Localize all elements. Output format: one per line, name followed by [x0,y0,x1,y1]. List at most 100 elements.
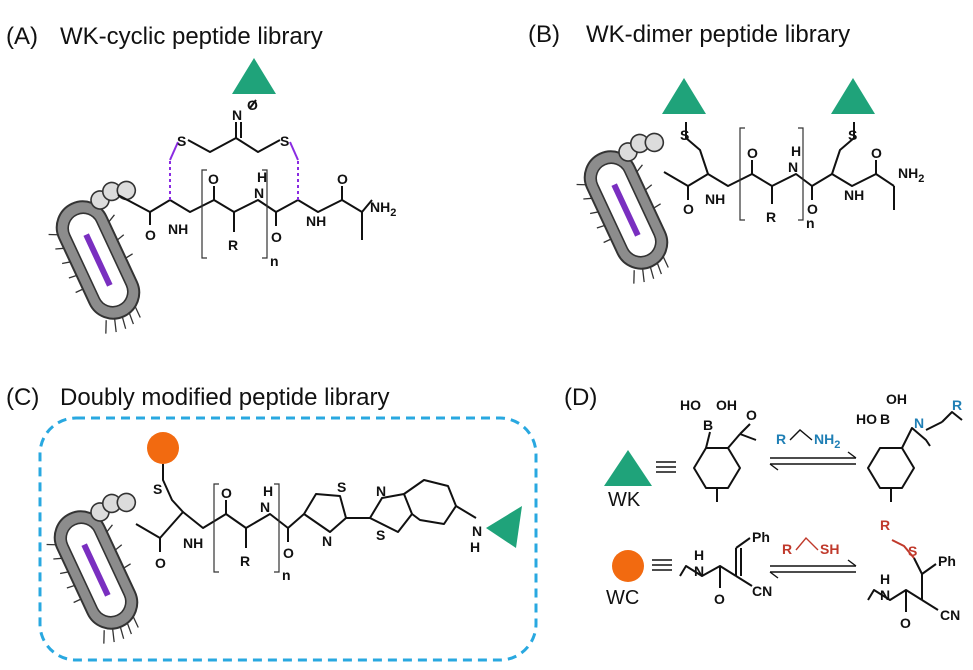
atom-cn: CN [752,583,772,599]
atom-o: O [746,407,757,423]
atom-s: S [848,127,857,143]
atom-n: N [260,499,270,515]
atom-o: O [221,485,232,501]
atom-n: N [376,483,386,499]
atom-r: R [228,237,238,253]
wk-triangle-icon [604,450,652,486]
atom-nh: NH [183,535,203,551]
atom-o: O [747,145,758,161]
atom-ho: HO [856,411,877,427]
atom-h-text: H [694,547,704,563]
wk-triangle-icon [232,58,276,94]
repeat-n: n [806,215,815,231]
atom-n-text: N [880,587,890,603]
atom-nh: NH [168,221,188,237]
panel-d-label: (D) [564,384,597,411]
atom-b: B [703,417,713,433]
wk-triangle-icon [662,78,706,114]
phage-c-tips [86,486,139,525]
wk-triangle-icon [486,506,522,548]
repeat-n: n [282,567,291,583]
atom-s: S [177,133,186,149]
atom-nh: NH [844,187,864,203]
atom-r: R [240,553,250,569]
atom-o: O [271,229,282,245]
atom-oh: OH [716,397,737,413]
atom-oh: OH [886,391,907,407]
atom-nh: NH [306,213,326,229]
atom-o: O [807,201,818,217]
atom-r: R [880,517,890,533]
wc-circle-icon [147,432,179,464]
atom-o: O [871,145,882,161]
phage-b [567,138,690,293]
atom-nh2-text: NH [898,165,918,181]
atom-n: N [472,523,482,539]
panel-c-label: (C) [6,384,39,411]
phage-a-tips [86,174,139,213]
panel-b: (B) WK-dimer peptide library S S O NH O … [528,21,924,293]
atom-cn: CN [940,607,960,623]
phage-c [37,498,160,653]
wk-label: WK [608,489,641,511]
atom-s: S [337,479,346,495]
atom-n: N [914,415,924,431]
atom-o: O [155,555,166,571]
wk-triangle-icon [831,78,875,114]
wc-circle-icon [612,550,644,582]
atom-nh2: NH2 [370,199,396,219]
panel-c: (C) Doubly modified peptide library S O … [6,384,538,662]
atom-r: R [766,209,776,225]
atom-ho: HO [680,397,701,413]
phage-a [39,188,162,343]
panel-a: (A) WK-cyclic peptide library O NH O H N… [6,23,396,343]
panel-d: (D) WK HO B OH O R NH2 OH HO B N R [564,384,963,631]
atom-nh2: NH2 [898,165,924,185]
reagent-r: R [776,431,786,447]
atom-nh2-text: NH [370,199,390,215]
atom-o: O [683,201,694,217]
atom-sub2: 2 [918,173,924,185]
atom-o: O [247,97,258,113]
wc-label: WC [606,587,639,609]
atom-n: N [254,185,264,201]
atom-h: H [257,169,267,185]
panel-a-title: WK-cyclic peptide library [60,23,323,50]
atom-r: R [952,397,962,413]
repeat-n: n [270,253,279,269]
atom-ph: Ph [938,553,956,569]
atom-s: S [680,127,689,143]
atom-sub2: 2 [390,207,396,219]
reagent-sub2: 2 [834,439,840,451]
atom-h: H [263,483,273,499]
atom-o: O [714,591,725,607]
atom-s: S [908,543,917,559]
atom-h-text: H [880,571,890,587]
reagent-nh2: NH2 [814,431,840,451]
atom-n: N [232,107,242,123]
panel-c-title: Doubly modified peptide library [60,384,390,411]
atom-s: S [376,527,385,543]
atom-s: S [280,133,289,149]
atom-b: B [880,411,890,427]
atom-o: O [900,615,911,631]
atom-n-text: N [694,563,704,579]
reagent-sh: SH [820,541,839,557]
reagent-r: R [782,541,792,557]
atom-o: O [283,545,294,561]
panel-b-label: (B) [528,21,560,48]
atom-n: N [322,533,332,549]
panel-a-label: (A) [6,23,38,50]
atom-o: O [337,171,348,187]
atom-nh: NH [705,191,725,207]
atom-o: O [208,171,219,187]
atom-s: S [153,481,162,497]
atom-h: H [470,539,480,555]
atom-o: O [145,227,156,243]
dashed-box [38,416,538,662]
atom-n: N [788,159,798,175]
phage-b-tips [614,126,667,165]
